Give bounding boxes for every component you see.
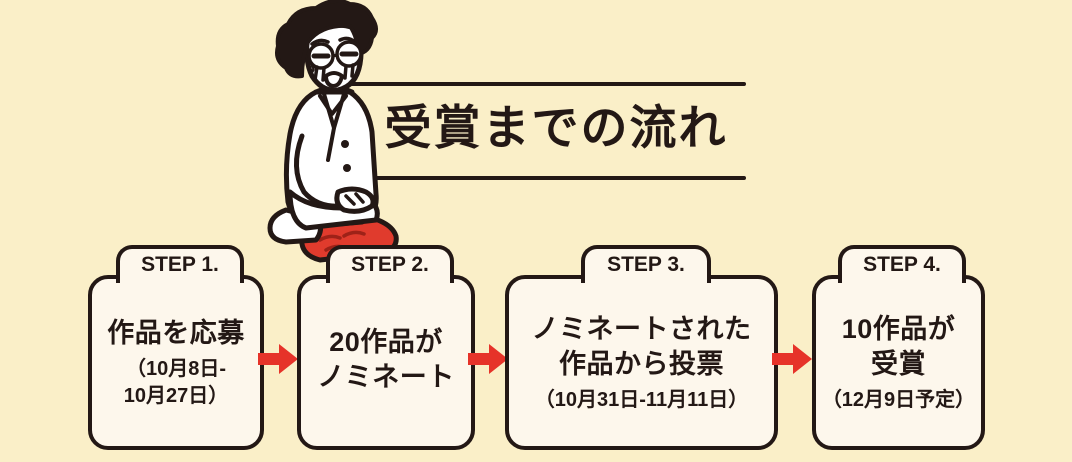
step-tab-label-4: STEP 4. [863,253,941,276]
step-card-4[interactable]: STEP 4. 10作品が 受賞 （12月9日予定） [812,245,985,450]
arrow-step2-to-step3 [468,344,508,374]
step-main-text-2: 20作品が ノミネート [317,327,455,392]
step-body-2: 20作品が ノミネート [301,279,471,446]
step-main-text-1: 作品を応募 [107,317,245,348]
step-body-3: ノミネートされた 作品から投票 （10月31日-11月11日） [509,279,774,446]
step-card-2[interactable]: STEP 2. 20作品が ノミネート [297,245,475,450]
page-title: 受賞までの流れ [384,101,728,154]
tab-seam-mask-2 [330,274,450,282]
tab-seam-mask-1 [120,274,240,282]
step-main-text-3: ノミネートされた 作品から投票 [531,313,752,379]
step-tab-label-2: STEP 2. [351,253,429,276]
step-sub-text-3: （10月31日-11月11日） [534,388,749,411]
step-sub-text-1: （10月8日- 10月27日） [123,357,229,407]
tab-seam-mask-3 [585,274,707,282]
step-card-3[interactable]: STEP 3. ノミネートされた 作品から投票 （10月31日-11月11日） [505,245,778,450]
crying-person-seiza-illustration [246,0,422,274]
step-tab-label-3: STEP 3. [607,253,685,276]
step-card-1[interactable]: STEP 1. 作品を応募 （10月8日- 10月27日） [88,245,264,450]
step-main-text-4: 10作品が 受賞 [841,313,956,379]
tab-seam-mask-4 [842,274,962,282]
title-rule-bottom [340,176,746,180]
step-body-1: 作品を応募 （10月8日- 10月27日） [92,279,260,446]
arrow-step3-to-step4 [772,344,812,374]
step-body-4: 10作品が 受賞 （12月9日予定） [816,279,981,446]
arrow-step1-to-step2 [258,344,298,374]
step-sub-text-4: （12月9日予定） [821,388,976,411]
title-rule-top [328,82,746,86]
step-tab-label-1: STEP 1. [141,253,219,276]
